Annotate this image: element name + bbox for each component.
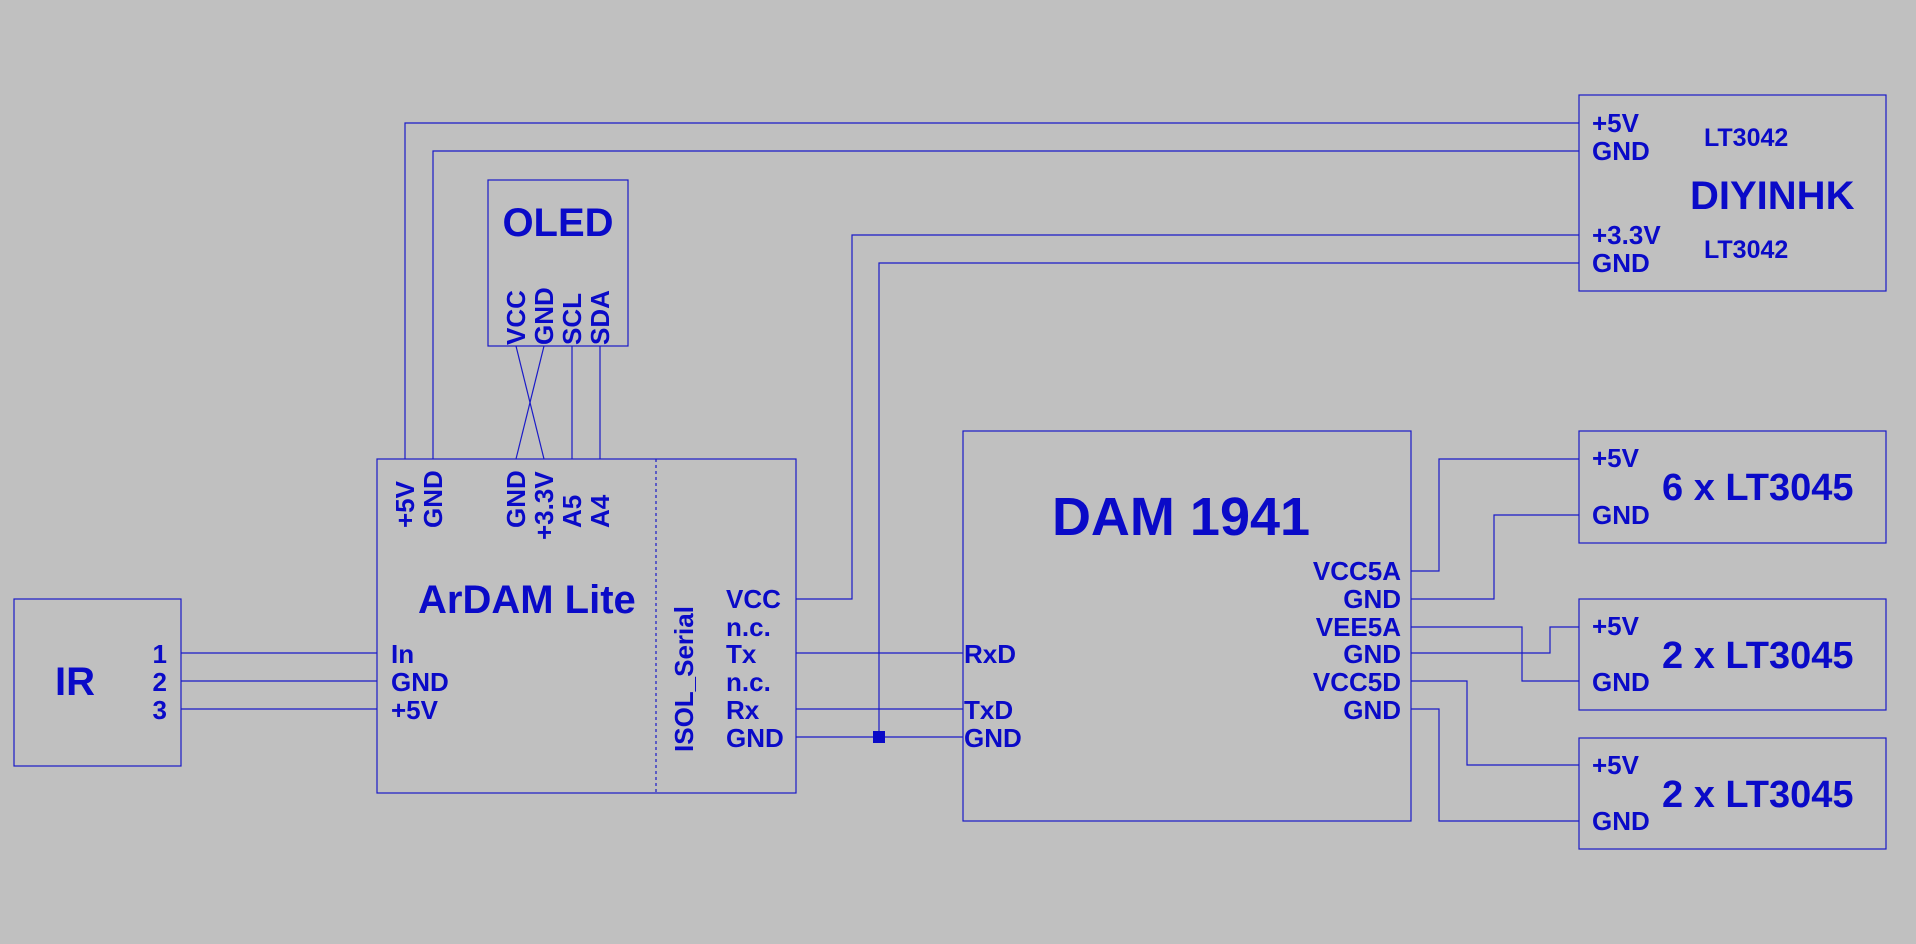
oled-pin-scl: SCL bbox=[557, 293, 587, 345]
serial-pin-rx: Rx bbox=[726, 695, 760, 725]
ir-pin-2: 2 bbox=[153, 667, 167, 697]
serial-pin-nc2: n.c. bbox=[726, 667, 771, 697]
reg-b-pin-gnd: GND bbox=[1592, 667, 1650, 697]
diyinhk-reg2: LT3042 bbox=[1704, 236, 1788, 264]
ardam-pin-in: In bbox=[391, 639, 414, 669]
wire-ardam-5v bbox=[404, 122, 1579, 459]
oled-pin-gnd: GND bbox=[529, 287, 559, 345]
ardam-top-pin-3v3: +3.3V bbox=[529, 471, 559, 540]
dam-title: DAM 1941 bbox=[1052, 487, 1310, 547]
ir-pin-1: 1 bbox=[153, 639, 167, 669]
serial-pin-vcc: VCC bbox=[726, 584, 781, 614]
diyinhk-pin-5v: +5V bbox=[1592, 108, 1640, 138]
reg-a-title: 6 x LT3045 bbox=[1662, 467, 1854, 509]
reg-c-pin-5v: +5V bbox=[1592, 750, 1640, 780]
reg-a-pin-gnd: GND bbox=[1592, 500, 1650, 530]
wire-ardam-gnd bbox=[432, 150, 1579, 459]
reg-c-pin-gnd: GND bbox=[1592, 806, 1650, 836]
dam-pin-gnd-r1: GND bbox=[1343, 584, 1401, 614]
ardam-top-pin-5v: +5V bbox=[390, 480, 420, 528]
diyinhk-pin-gnd1: GND bbox=[1592, 136, 1650, 166]
reg-c-block bbox=[1578, 737, 1887, 850]
serial-pin-gnd: GND bbox=[726, 723, 784, 753]
dam-pin-gnd-r3: GND bbox=[1343, 695, 1401, 725]
serial-pin-nc1: n.c. bbox=[726, 612, 771, 642]
ir-pin-3: 3 bbox=[153, 695, 167, 725]
dam-pin-gnd: GND bbox=[964, 723, 1022, 753]
dam-pin-txd: TxD bbox=[964, 695, 1013, 725]
ir-block bbox=[13, 598, 182, 767]
wire-serial-vcc bbox=[796, 234, 1579, 600]
dam-pin-vee5a: VEE5A bbox=[1316, 612, 1401, 642]
dam-pin-vcc5d: VCC5D bbox=[1313, 667, 1401, 697]
reg-a-pin-5v: +5V bbox=[1592, 443, 1640, 473]
wire-vee5a bbox=[1411, 626, 1579, 682]
wire-gnd-c bbox=[1411, 708, 1579, 822]
dam-block bbox=[962, 430, 1412, 822]
wire-vcc5a bbox=[1411, 458, 1579, 572]
ardam-block bbox=[376, 458, 797, 794]
ardam-serial-label: ISOL_Serial bbox=[669, 606, 699, 752]
oled-block bbox=[487, 179, 629, 347]
wire-gnd-a bbox=[1411, 514, 1579, 600]
oled-title: OLED bbox=[502, 201, 613, 245]
reg-b-pin-5v: +5V bbox=[1592, 611, 1640, 641]
serial-pin-tx: Tx bbox=[726, 639, 757, 669]
wire-oled-gnd bbox=[515, 345, 545, 460]
reg-b-block bbox=[1578, 598, 1887, 711]
diyinhk-pin-3v3: +3.3V bbox=[1592, 220, 1661, 250]
ir-title: IR bbox=[55, 660, 95, 704]
diyinhk-title: DIYINHK bbox=[1690, 174, 1855, 218]
oled-pin-sda: SDA bbox=[585, 290, 615, 345]
reg-c-title: 2 x LT3045 bbox=[1662, 774, 1854, 816]
ardam-top-pin-gnd: GND bbox=[418, 470, 448, 528]
ardam-top-pin-a4: A4 bbox=[585, 494, 615, 528]
wire-gnd-b bbox=[1411, 626, 1579, 654]
diyinhk-reg1: LT3042 bbox=[1704, 124, 1788, 152]
dam-pin-gnd-r2: GND bbox=[1343, 639, 1401, 669]
ardam-pin-gnd: GND bbox=[391, 667, 449, 697]
junction-dot bbox=[873, 731, 885, 743]
reg-a-block bbox=[1578, 430, 1887, 544]
ardam-title: ArDAM Lite bbox=[418, 578, 636, 622]
ardam-top-pin-gnd2: GND bbox=[501, 470, 531, 528]
diyinhk-block bbox=[1578, 94, 1887, 292]
wire-serial-gnd-ref bbox=[878, 262, 1579, 737]
diyinhk-pin-gnd2: GND bbox=[1592, 248, 1650, 278]
ardam-top-pin-a5: A5 bbox=[557, 495, 587, 528]
dam-pin-rxd: RxD bbox=[964, 639, 1016, 669]
dam-pin-vcc5a: VCC5A bbox=[1313, 556, 1401, 586]
oled-pin-vcc: VCC bbox=[501, 290, 531, 345]
reg-b-title: 2 x LT3045 bbox=[1662, 635, 1854, 677]
wire-vcc5d bbox=[1411, 680, 1579, 766]
ardam-pin-5v: +5V bbox=[391, 695, 439, 725]
